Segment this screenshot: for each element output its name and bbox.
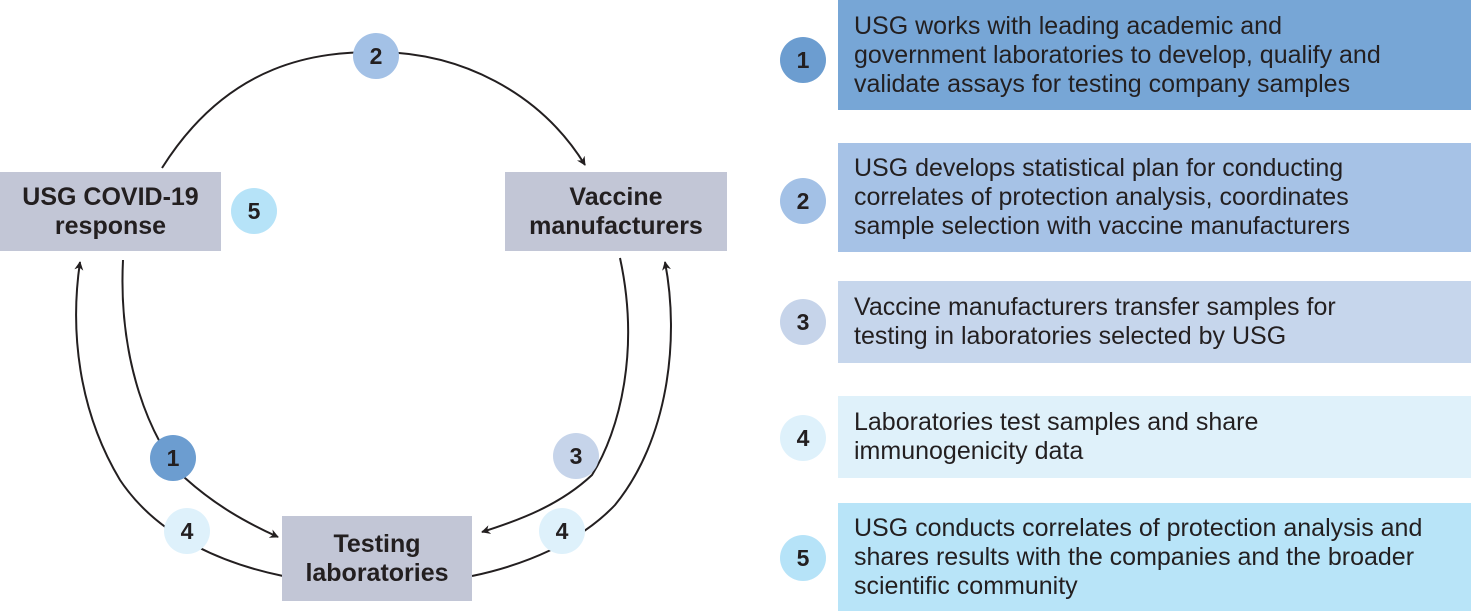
step-4-description: Laboratories test samples and share immu… <box>838 396 1471 478</box>
cycle-step-3-circle: 3 <box>553 433 599 479</box>
cycle-step-2-circle: 2 <box>353 33 399 79</box>
node-testing-laboratories: Testing laboratories <box>282 516 472 601</box>
node-usg-covid-response: USG COVID-19 response <box>0 172 221 251</box>
arrow-testing-to-vaccine <box>471 261 672 577</box>
arrow-testing-to-usg <box>74 261 284 577</box>
legend-step-3-circle: 3 <box>780 299 826 345</box>
cycle-step-1-circle: 1 <box>150 435 196 481</box>
legend-step-5-circle: 5 <box>780 535 826 581</box>
node-vaccine-manufacturers: Vaccine manufacturers <box>505 172 727 251</box>
step-1-description: USG works with leading academic and gove… <box>838 0 1471 110</box>
legend-step-2-circle: 2 <box>780 178 826 224</box>
cycle-step-4-right-circle: 4 <box>539 508 585 554</box>
arrow-usg-to-testing <box>121 259 279 538</box>
legend-step-1-circle: 1 <box>780 37 826 83</box>
step-5-description: USG conducts correlates of protection an… <box>838 503 1471 611</box>
legend-step-4-circle: 4 <box>780 415 826 461</box>
cycle-step-5-circle: 5 <box>231 188 277 234</box>
arrow-vaccine-to-testing <box>481 257 630 534</box>
step-2-description: USG develops statistical plan for conduc… <box>838 143 1471 252</box>
cycle-step-4-left-circle: 4 <box>164 508 210 554</box>
step-3-description: Vaccine manufacturers transfer samples f… <box>838 281 1471 363</box>
